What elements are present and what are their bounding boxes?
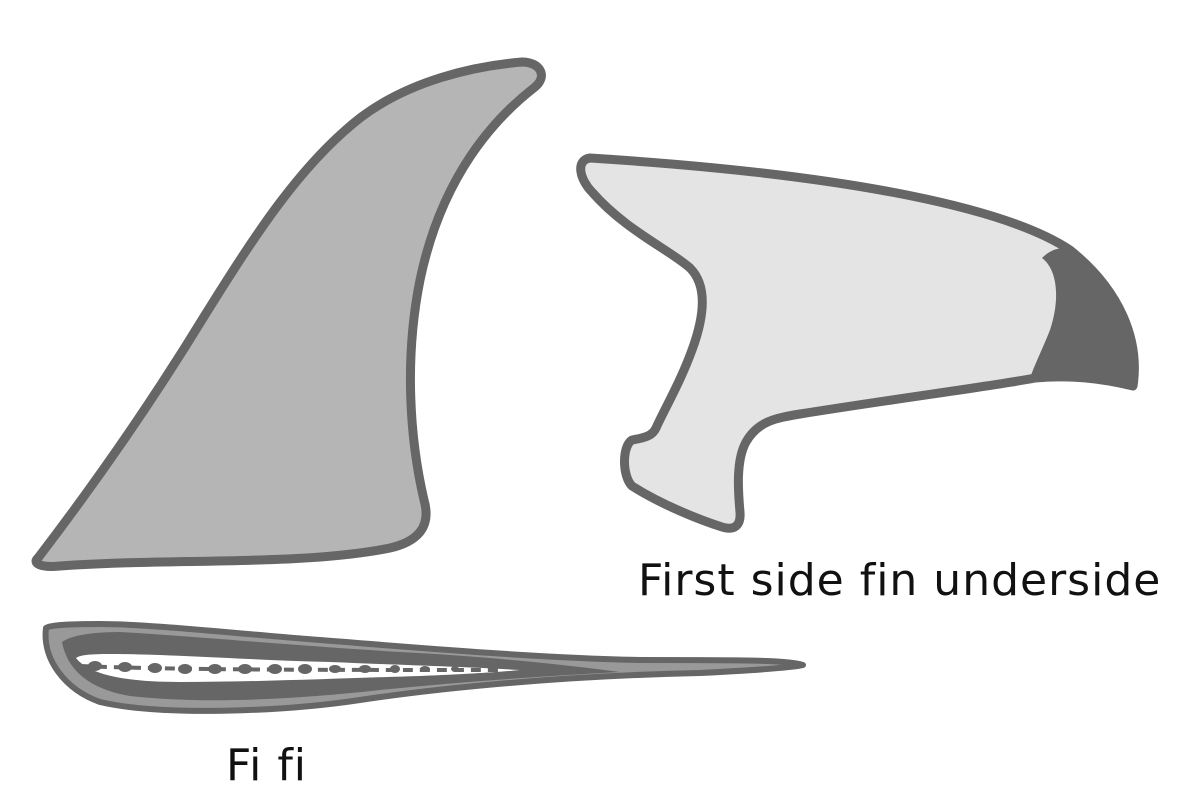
dorsal-fin-shape [36, 62, 541, 566]
bottom-cutoff-label: Fi fi [226, 740, 307, 791]
fin-diagram: First side fin underside Fi fi [0, 0, 1180, 761]
fin-diagram-canvas [0, 0, 1180, 761]
side-fin-underside-label: First side fin underside [638, 555, 1161, 606]
